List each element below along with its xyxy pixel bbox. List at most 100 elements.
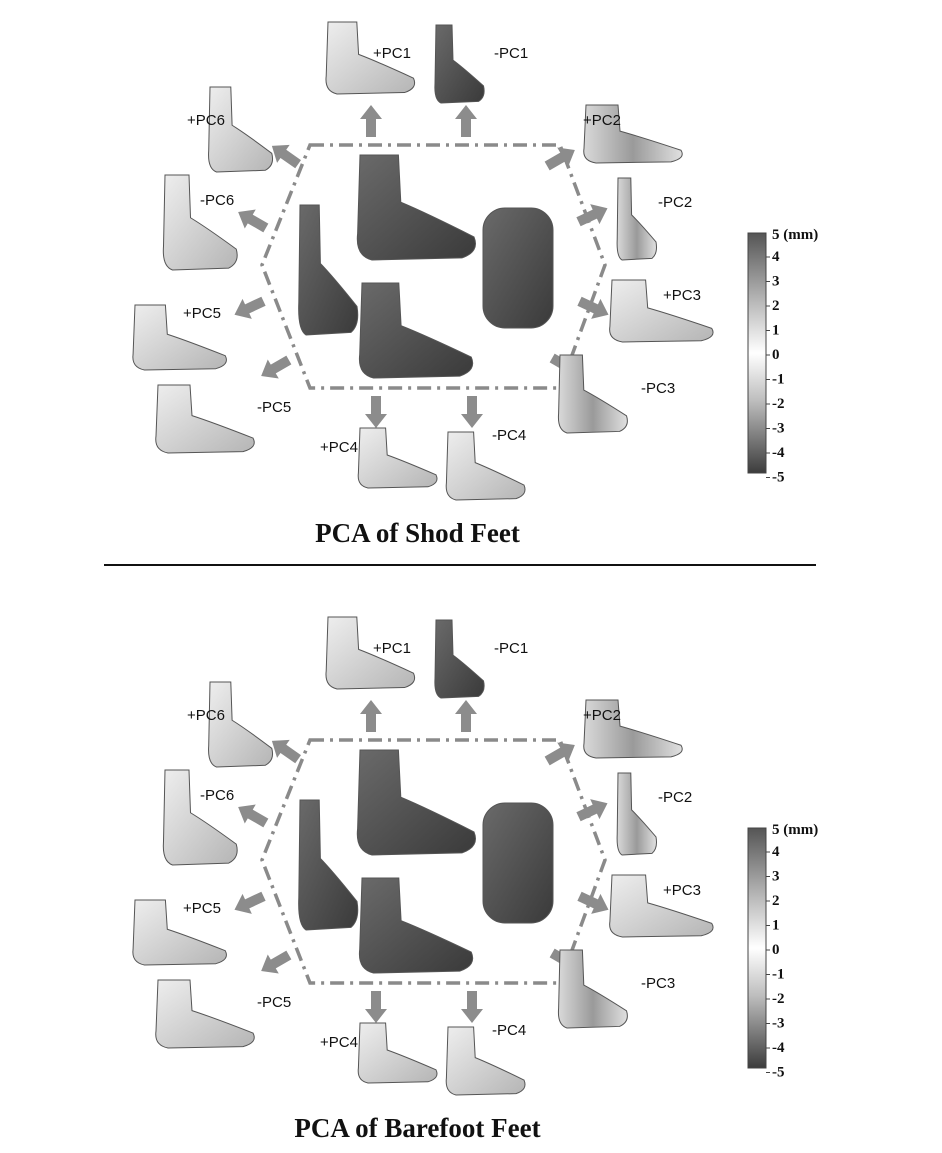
arrow-0-1 <box>455 105 477 137</box>
feature-foot-0-7 <box>445 431 526 501</box>
pc-label-0-5: -PC3 <box>641 380 675 397</box>
panel-title-shod: PCA of Shod Feet <box>315 518 520 548</box>
feature-foot-1-6 <box>357 1022 438 1084</box>
feature-foot-1-10 <box>162 769 238 866</box>
colorbar-tick-label-0-1: 3 <box>772 274 780 290</box>
pc-label-0-9: +PC5 <box>183 305 221 322</box>
feature-foot-0-4 <box>609 279 714 343</box>
mean-foot-d-0 <box>358 282 474 379</box>
feature-foot-0-8 <box>155 384 255 454</box>
arrow-0-6 <box>365 396 387 428</box>
arrow-1-1 <box>455 700 477 732</box>
pc-label-1-1: -PC1 <box>494 640 528 657</box>
arrow-0-10 <box>238 209 269 233</box>
feature-foot-0-9 <box>132 304 227 371</box>
pc-label-0-4: +PC3 <box>663 287 701 304</box>
pc-label-1-3: -PC2 <box>658 789 692 806</box>
arrow-0-7 <box>461 396 483 428</box>
feature-foot-1-7 <box>445 1026 526 1096</box>
arrow-1-7 <box>461 991 483 1023</box>
colorbar-unit-1: 5 (mm) <box>772 822 818 838</box>
pc-label-0-1: -PC1 <box>494 45 528 62</box>
colorbar-tick-label-0-4: 0 <box>772 347 780 363</box>
pc-label-0-6: +PC4 <box>320 439 358 456</box>
pc-label-1-5: -PC3 <box>641 975 675 992</box>
pc-label-0-8: -PC5 <box>257 399 291 416</box>
arrow-1-4 <box>577 891 609 914</box>
colorbar-tick-label-0-7: -3 <box>772 421 785 437</box>
arrow-1-9 <box>234 891 266 914</box>
arrow-1-3 <box>576 799 608 822</box>
arrow-0-4 <box>577 296 609 319</box>
feature-foot-0-3 <box>616 177 657 261</box>
colorbar-tick-label-0-8: -4 <box>772 445 785 461</box>
colorbar-tick-label-1-0: 4 <box>772 844 780 860</box>
arrow-0-3 <box>576 204 608 227</box>
colorbar-1 <box>747 827 767 1069</box>
arrow-1-11 <box>271 739 301 764</box>
colorbar-tick-label-1-3: 1 <box>772 918 780 934</box>
mean-foot-b-0 <box>298 204 359 336</box>
arrow-0-11 <box>271 144 301 169</box>
colorbar-0 <box>747 232 767 474</box>
feature-foot-1-1 <box>434 619 485 699</box>
colorbar-tick-label-0-3: 1 <box>772 323 780 339</box>
pc-label-1-0: +PC1 <box>373 640 411 657</box>
pc-label-0-10: -PC6 <box>200 192 234 209</box>
feature-foot-0-6 <box>357 427 438 489</box>
pc-label-1-4: +PC3 <box>663 882 701 899</box>
panel-divider <box>104 564 816 566</box>
pc-label-1-9: +PC5 <box>183 900 221 917</box>
feature-foot-0-5 <box>557 354 628 434</box>
arrow-1-0 <box>360 700 382 732</box>
colorbar-tick-label-1-6: -2 <box>772 991 785 1007</box>
colorbar-tick-label-1-8: -4 <box>772 1040 785 1056</box>
colorbar-tick-label-1-4: 0 <box>772 942 780 958</box>
pc-label-1-6: +PC4 <box>320 1034 358 1051</box>
panel-title-barefoot: PCA of Barefoot Feet <box>294 1113 541 1143</box>
colorbar-tick-label-0-5: -1 <box>772 372 785 388</box>
colorbar-tick-label-0-0: 4 <box>772 249 780 265</box>
arrow-1-8 <box>261 950 292 974</box>
feature-foot-1-2 <box>583 699 683 759</box>
feature-foot-0-0 <box>325 21 416 95</box>
feature-foot-1-0 <box>325 616 416 690</box>
feature-foot-1-5 <box>557 949 628 1029</box>
colorbar-tick-label-0-2: 2 <box>772 298 780 314</box>
arrow-1-2 <box>544 742 575 766</box>
pc-label-1-8: -PC5 <box>257 994 291 1011</box>
pc-label-0-2: +PC2 <box>583 112 621 129</box>
arrow-1-6 <box>365 991 387 1023</box>
hexagon-0 <box>260 143 607 390</box>
arrow-0-2 <box>544 147 575 171</box>
colorbar-tick-label-0-6: -2 <box>772 396 785 412</box>
feature-foot-0-10 <box>162 174 238 271</box>
pc-label-1-2: +PC2 <box>583 707 621 724</box>
feature-foot-1-4 <box>609 874 714 938</box>
feature-foot-1-11 <box>208 681 274 768</box>
feature-foot-0-1 <box>434 24 485 104</box>
colorbar-tick-label-1-2: 2 <box>772 893 780 909</box>
arrow-0-9 <box>234 296 266 319</box>
arrow-0-8 <box>261 355 292 379</box>
feature-foot-0-2 <box>583 104 683 164</box>
colorbar-tick-label-1-7: -3 <box>772 1016 785 1032</box>
mean-foot-d-1 <box>358 877 474 974</box>
arrow-1-10 <box>238 804 269 828</box>
arrow-0-0 <box>360 105 382 137</box>
pc-label-1-11: +PC6 <box>187 707 225 724</box>
pc-label-1-10: -PC6 <box>200 787 234 804</box>
hexagon-1 <box>260 738 607 985</box>
feature-foot-0-11 <box>208 86 274 173</box>
mean-foot-b-1 <box>298 799 359 931</box>
colorbar-tick-label-1-9: -5 <box>772 1065 785 1081</box>
colorbar-unit-0: 5 (mm) <box>772 227 818 243</box>
feature-foot-1-9 <box>132 899 227 966</box>
mean-foot-c-1 <box>482 802 554 924</box>
pc-label-0-7: -PC4 <box>492 427 526 444</box>
mean-foot-c-0 <box>482 207 554 329</box>
colorbar-tick-label-1-5: -1 <box>772 967 785 983</box>
feature-foot-1-3 <box>616 772 657 856</box>
